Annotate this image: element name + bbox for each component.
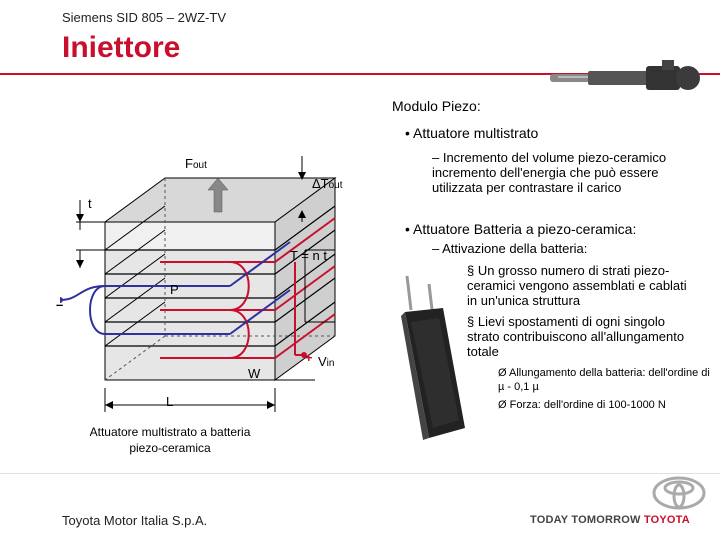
brand-toyota: TOYOTA — [643, 514, 690, 526]
dt-sub: out — [328, 180, 343, 191]
vin-sub: in — [326, 358, 335, 369]
t-equals-nt-label: T = n t — [290, 248, 327, 263]
f-label: F — [185, 156, 193, 171]
vin-main: V — [318, 354, 327, 369]
bullet-allungamento: Ø Allungamento della batteria: dell'ordi… — [498, 367, 710, 393]
footer-brand: TODAY TOMORROW TOYOTA — [530, 514, 690, 526]
piezo-stack-image — [401, 275, 465, 440]
plus-terminal-label: + — [305, 350, 313, 365]
minus-terminal-label: – — [56, 297, 64, 312]
injector-image — [550, 60, 700, 90]
subtitle: Siemens SID 805 – 2WZ-TV — [62, 10, 226, 25]
p-label: P — [170, 282, 179, 297]
bullet-strati: § Un grosso numero di strati piezo-ceram… — [467, 263, 687, 308]
vin-label: Vin — [318, 354, 334, 369]
bullet-forza: Ø Forza: dell'ordine di 100-1000 N — [498, 399, 666, 411]
diagram-caption: Attuatore multistrato a batteria piezo-c… — [89, 425, 251, 455]
l-label: L — [166, 394, 174, 409]
brand-today-tomorrow: TODAY TOMORROW — [530, 514, 641, 526]
f-sub: out — [192, 160, 207, 171]
bullet-attivazione: – Attivazione della batteria: — [432, 241, 588, 256]
f-out-label: Fout — [185, 156, 207, 171]
toyota-logo-icon — [652, 476, 706, 510]
bullet-incremento: – Incremento del volume piezo-ceramico i… — [432, 150, 667, 195]
delta-t-out-label: ΔTout — [312, 176, 343, 191]
modulo-piezo-label: Modulo Piezo: — [392, 98, 481, 114]
dt-label: ΔT — [312, 176, 329, 191]
bullet-spostamenti: § Lievi spostamenti di ogni singolo stra… — [467, 314, 685, 359]
footer-company: Toyota Motor Italia S.p.A. — [62, 513, 208, 528]
t-label: t — [88, 196, 92, 211]
bullet-attuatore-batteria: • Attuatore Batteria a piezo-ceramica: — [405, 221, 637, 237]
w-label: W — [248, 366, 261, 381]
title-rule — [0, 73, 720, 75]
multilayer-actuator-diagram — [60, 156, 337, 412]
footer-rule — [0, 473, 720, 474]
bullet-attuatore-multistrato: • Attuatore multistrato — [405, 125, 539, 141]
page-title: Iniettore — [62, 31, 181, 64]
